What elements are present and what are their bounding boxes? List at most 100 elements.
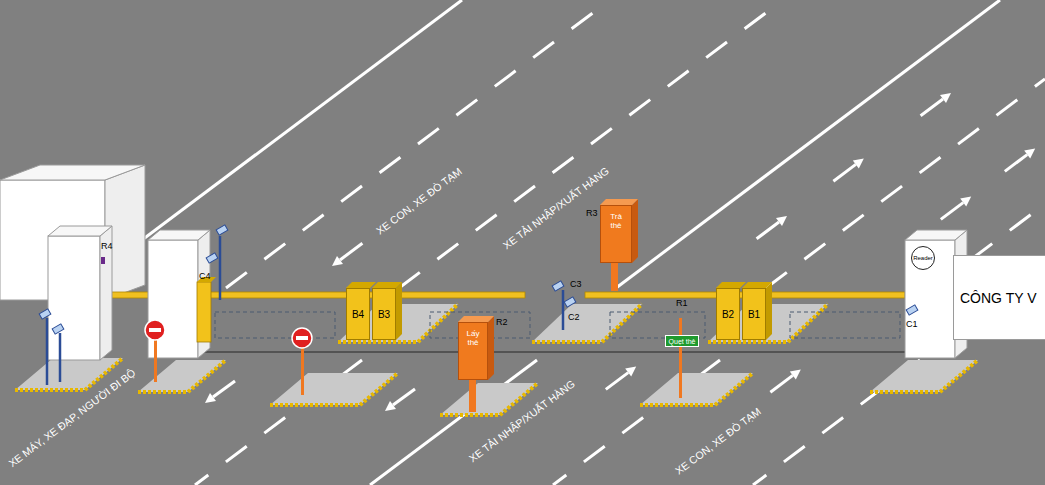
device-label: C4 [199,272,211,281]
barrier-box: B3 [372,288,396,340]
platform-curb [440,383,538,415]
lane-label: XE CON, XE ĐÒ TẠM [374,166,463,237]
device-label: C1 [906,320,918,329]
gate-pillar [905,240,955,358]
direction-arrow [770,375,792,392]
lane-label: XE MÁY, XE ĐẠP, NGƯỜI ĐI BỘ [7,367,138,469]
gate-pillar-side [198,230,210,358]
guard-house-top [0,165,145,180]
device-label: R3 [586,209,598,218]
card-return-kiosk: Trả thẻ [600,205,632,263]
device-label: R2 [496,318,508,327]
gate-pillar-top [148,230,210,240]
platform-curb [138,360,226,392]
camera-pole [562,290,565,330]
sign-pole [679,318,682,398]
device-label: C3 [570,280,582,289]
arrow-head [1024,149,1035,159]
gate-pillar [48,236,100,360]
company-building-text: CÔNG TY V [960,290,1037,306]
camera [552,281,564,291]
arrow-head [625,367,636,377]
sign-pole [301,348,304,395]
camera [906,305,918,315]
card-return-kiosk-text: Trả thẻ [606,212,626,230]
direction-arrow [921,99,943,116]
direction-arrow [213,381,235,397]
barrier-box-text: B1 [748,309,760,320]
barrier-box-side [766,282,772,340]
platform-curb [270,373,398,405]
island-platform [870,360,978,392]
arrow-head [776,216,787,226]
direction-arrow [833,164,855,181]
loop-detector [215,312,335,338]
sign-pole [154,340,157,382]
barrier-box: B1 [742,288,766,340]
camera [52,324,64,334]
lane-dash [399,0,783,288]
direction-arrow [340,243,362,260]
barrier-box: B4 [346,288,370,340]
card-issue-kiosk-text: Lấy thẻ [464,329,482,347]
direction-arrow [941,203,963,220]
direction-arrow [757,222,779,239]
gate-line [198,351,905,353]
kiosk-side [488,316,494,380]
island-platform [640,373,753,405]
island-platform [532,304,642,342]
lane-label: XE CON, XE ĐÒ TẠM [673,406,762,477]
device-label: R4 [101,242,113,251]
barrier-box-side [396,282,402,340]
arrow-head [853,158,864,168]
gate-pillar-side [100,226,112,360]
arrow-head [790,369,801,379]
island-platform [138,360,226,392]
kiosk-pole [611,263,618,291]
barrier-box-text: B3 [378,309,390,320]
platform-curb [532,304,642,342]
no-entry-sign [145,320,165,340]
no-entry-bar [296,336,308,340]
barrier-box: B2 [716,288,740,340]
card-issue-kiosk: Lấy thẻ [458,322,488,380]
arrow-head [385,401,396,411]
gate-pillar-top [905,230,967,240]
lane-label: XE TẢI NHẬP/XUẤT HÀNG [467,378,577,464]
camera [206,253,218,263]
loop-detector [790,312,900,338]
barrier-post [197,282,211,342]
camera-pole [46,318,49,385]
kiosk-side [632,199,638,263]
no-entry-bar [149,328,161,332]
kiosk-pole [469,380,476,412]
camera-pole [219,236,222,300]
direction-arrow [1005,155,1027,172]
lane-label: XE TẢI NHẬP/XUẤT HÀNG [501,165,611,251]
gate-pillar-top [48,226,112,236]
device-label: R1 [676,299,688,308]
card-reader-text: Reader [913,255,933,261]
swipe-card-sign: Quẹt thẻ [665,335,699,347]
camera [216,225,228,235]
barrier-box-text: B4 [352,309,364,320]
arrow-head [205,393,216,403]
arrow-head [332,256,343,266]
camera-pole [59,333,62,382]
platform-curb [640,373,753,405]
platform-curb [870,360,978,392]
device-label: C2 [568,313,580,322]
no-entry-sign [292,328,312,348]
reader-mark [101,257,105,264]
lane-dash [226,0,610,288]
card-reader: Reader [911,246,935,270]
swipe-card-sign-text: Quẹt thẻ [669,338,696,345]
arrow-head [960,197,971,207]
barrier-box-text: B2 [722,309,734,320]
island-platform [270,373,398,405]
arrow-head [940,93,951,103]
